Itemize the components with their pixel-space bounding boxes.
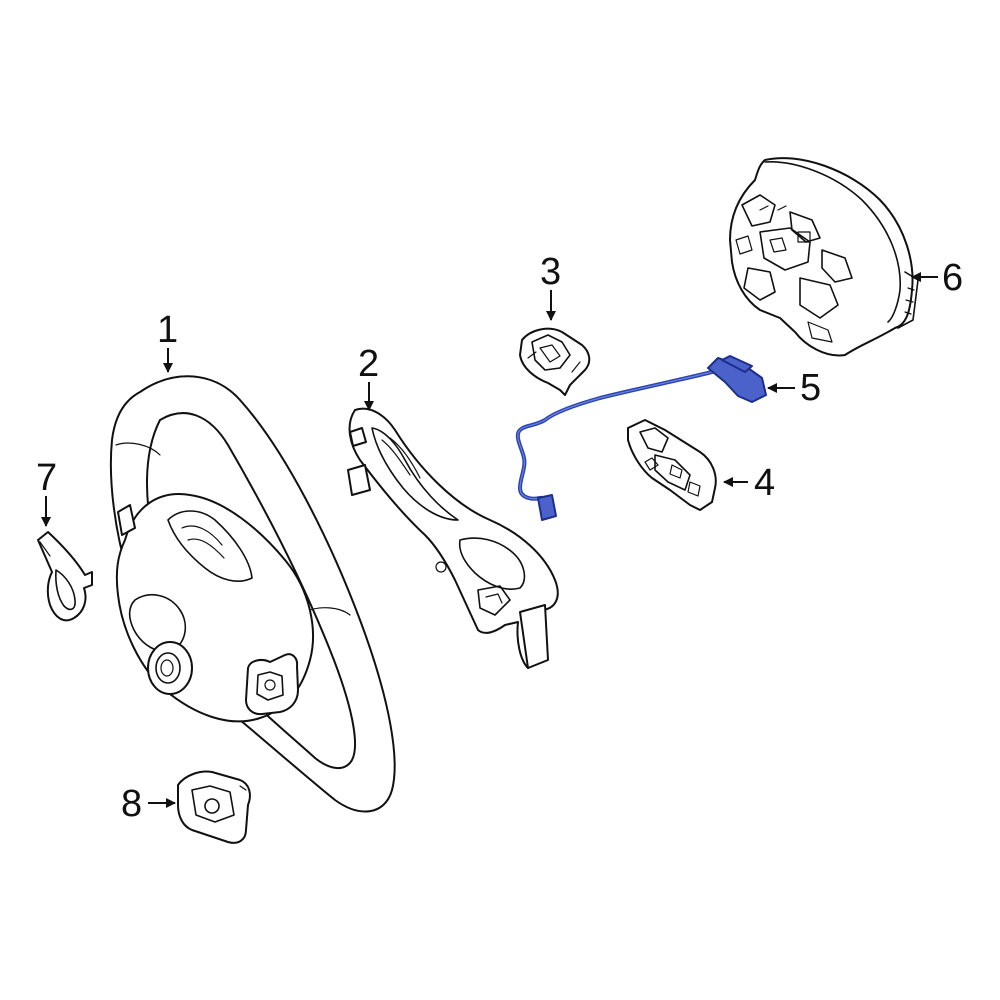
- callout-number-8: 8: [121, 783, 142, 825]
- callout-6: 6: [911, 257, 963, 299]
- callout-number-6: 6: [942, 257, 963, 299]
- steering-wheel-part[interactable]: [109, 375, 396, 813]
- callout-number-5: 5: [800, 367, 821, 409]
- callout-number-2: 2: [358, 343, 379, 385]
- callout-1: 1: [157, 309, 178, 373]
- callout-2: 2: [358, 343, 379, 411]
- callout-4: 4: [723, 462, 775, 504]
- airbag-module-part[interactable]: [729, 157, 919, 357]
- callout-number-7: 7: [36, 457, 57, 499]
- switch-bracket-part[interactable]: [519, 327, 591, 396]
- clip-spring-part[interactable]: [37, 531, 93, 622]
- callout-number-3: 3: [540, 251, 561, 293]
- callout-number-1: 1: [157, 309, 178, 351]
- callout-number-4: 4: [754, 462, 775, 504]
- callout-3: 3: [540, 251, 561, 321]
- switch-module-part[interactable]: [627, 419, 717, 511]
- trim-cover-part[interactable]: [347, 407, 559, 669]
- callout-7: 7: [36, 457, 57, 527]
- callout-8: 8: [121, 783, 176, 825]
- callout-5: 5: [767, 367, 821, 409]
- wiring-harness-part[interactable]: [515, 355, 767, 521]
- small-bracket-part[interactable]: [177, 770, 251, 844]
